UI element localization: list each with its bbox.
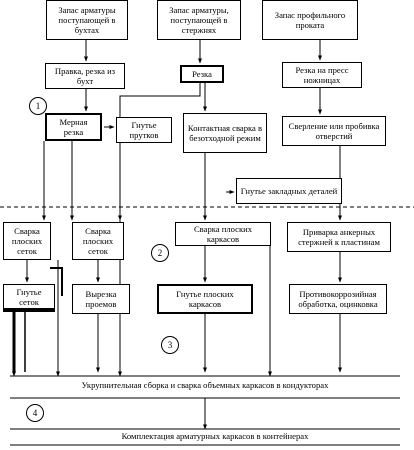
node-assembly: Укрупнительная сборка и сварка объемных … — [40, 380, 370, 392]
node-mesh-welding: Мерная резка — [45, 113, 102, 141]
marker-circle-4: 4 — [26, 404, 44, 422]
node-cutting-rods-2: Гнутье прутков — [116, 117, 172, 143]
node-drilling: Сверление или пробивка отверстий — [282, 116, 386, 146]
node-weld-frames: Сварка плоских каркасов — [175, 222, 271, 246]
node-weld-lengths: Сварка плоских сеток — [72, 222, 124, 260]
node-bending-rods: Гнутье закладных деталей — [236, 178, 342, 204]
node-cut-frames: Вырезка проемов — [72, 284, 130, 314]
node-cutting-profile: Резка на пресс ножницах — [282, 62, 362, 88]
node-cutting-rods: Резка — [180, 65, 224, 83]
marker-circle-2: 2 — [151, 244, 169, 262]
node-straighten-cut-coil: Правка, резка из бухт — [45, 63, 125, 89]
node-anticorrosion: Противокоррозийная обработка, оцинковка — [289, 284, 387, 314]
node-contact-welding: Контактная сварка в безотходной режим — [183, 113, 267, 153]
node-store-rebar-coils: Запас арматуры поступающей в бухтах — [46, 0, 128, 40]
node-packing: Комплектация арматурных каркасов в конте… — [70, 431, 360, 443]
node-bend-frames: Гнутье плоских каркасов — [157, 284, 253, 314]
node-weld-mesh: Сварка плоских сеток — [3, 222, 51, 260]
node-weld-anchor: Приварка анкерных стержней к пластинам — [287, 222, 391, 252]
node-store-rebar-rods: Запас арматуры, поступающей в стержнях — [157, 0, 241, 40]
marker-circle-3: 3 — [161, 336, 179, 354]
marker-circle-1: 1 — [29, 97, 47, 115]
node-store-profile: Запас профильного проката — [262, 0, 358, 40]
node-bend-mesh: Гнутье сеток — [3, 284, 55, 312]
